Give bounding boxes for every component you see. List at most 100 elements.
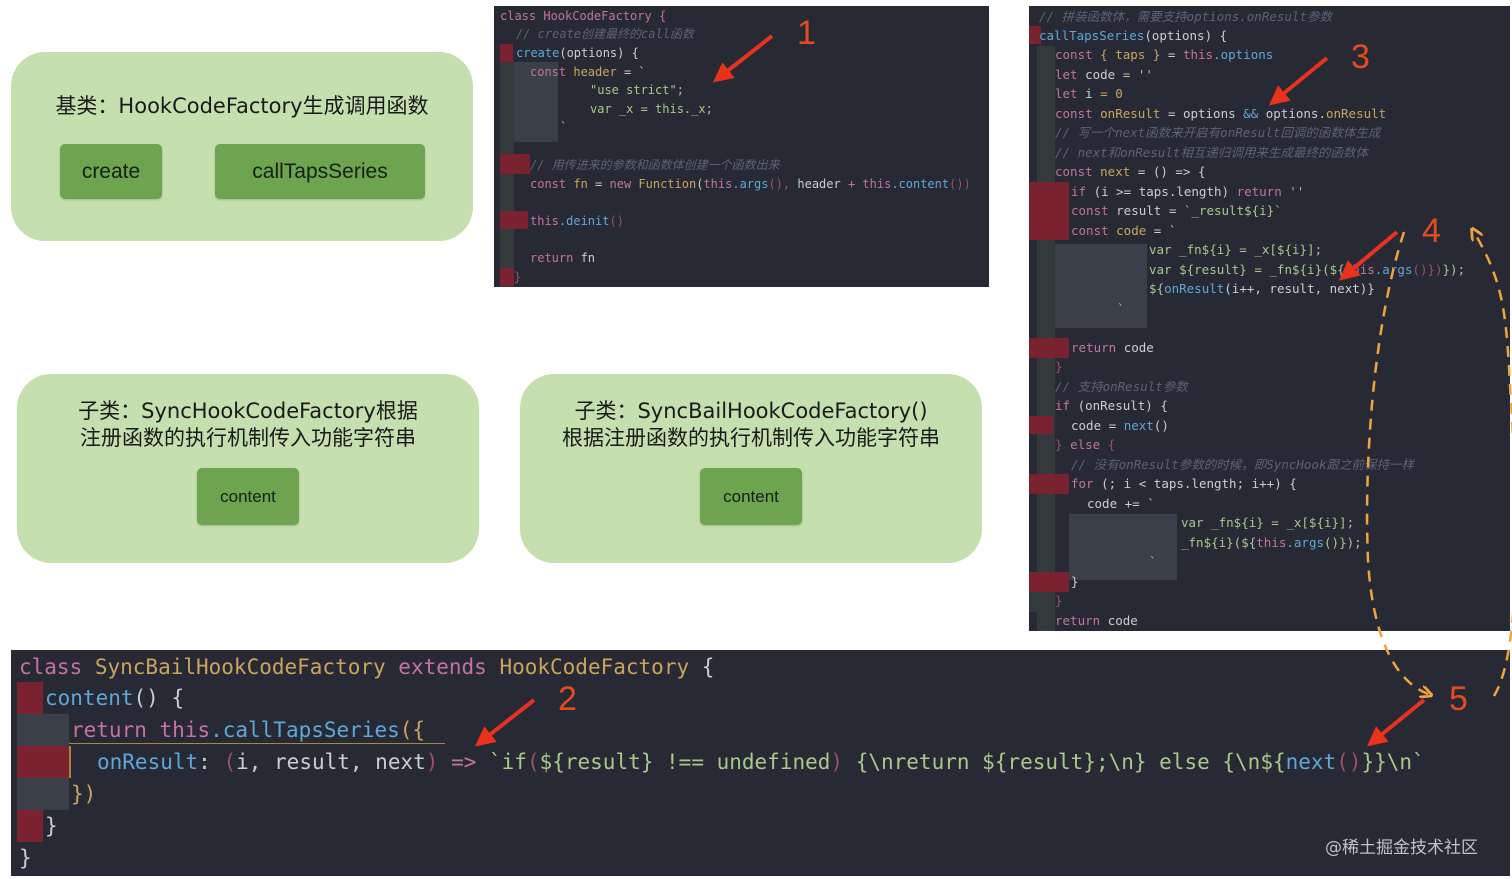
code-token: ` <box>1117 301 1125 316</box>
call-taps-series-button[interactable]: callTapsSeries <box>215 144 425 199</box>
code-token: next <box>1100 164 1131 179</box>
code-token: "use strict"; <box>590 83 684 97</box>
code-token: { taps } <box>1100 47 1161 62</box>
code-token: .callTapsSeries <box>210 718 400 742</box>
code1-line: var _x = this._x; <box>590 100 713 118</box>
code-token: } <box>514 270 522 284</box>
code-token: this <box>159 718 211 742</box>
code2-line: const { taps } = this.options <box>1055 45 1273 65</box>
code-token: content <box>45 686 134 710</box>
code-token: .options <box>1213 47 1274 62</box>
code-token: next <box>1285 750 1337 774</box>
code2-line: const onResult = options && options.onRe… <box>1055 104 1386 124</box>
code-token: ${ <box>1149 281 1165 296</box>
code-token: ${result} <box>539 750 654 774</box>
annotation-number-5: 5 <box>1449 680 1468 718</box>
code-token: i <box>1085 86 1093 101</box>
code-token: code <box>1116 223 1147 238</box>
code-token: { <box>1107 437 1116 452</box>
code-token: .args <box>1286 535 1325 550</box>
code-token: } <box>1055 359 1063 374</box>
sync-content-button[interactable]: content <box>197 468 299 525</box>
code-token: this <box>530 214 559 228</box>
code-token: return <box>530 251 581 265</box>
code-token: else <box>1070 437 1108 452</box>
code-token: `_result${i}` <box>1183 203 1282 218</box>
sync-hook-title-line2: 注册函数的执行机制传入功能字符串 <box>80 426 416 450</box>
code-token: (), <box>768 177 791 191</box>
code-token: const <box>1071 203 1117 218</box>
code-comment: // 没有onResult参数的时候，即SyncHook跟之前保持一样 <box>1071 457 1414 472</box>
sync-bail-hook-code: class SyncBailHookCodeFactory extends Ho… <box>11 650 1510 876</box>
code3-line: class SyncBailHookCodeFactory extends Ho… <box>19 651 714 683</box>
code-comment: // 用传进来的参数和函数体创建一个函数出来 <box>530 158 780 172</box>
code-token: onResult <box>1325 106 1387 121</box>
code-token: = <box>1160 47 1183 62</box>
code-token: this <box>1344 262 1375 277</box>
code-token: return <box>1071 340 1124 355</box>
code-token: HookCodeFactory <box>499 655 702 679</box>
code-token: for <box>1071 476 1102 491</box>
code3-line: } <box>19 842 32 874</box>
bail-content-button[interactable]: content <box>700 468 802 525</box>
code-token: ({ <box>399 718 426 742</box>
code-token: ` <box>560 120 568 134</box>
code1-line: this.deinit() <box>530 212 624 230</box>
code-token: }); <box>1442 262 1466 277</box>
code2-line: if (i >= taps.length) return '' <box>1071 182 1304 202</box>
code2-line: return code <box>1055 611 1138 631</box>
code1-line: create(options) { <box>516 44 639 62</box>
code-token: var _fn${i} = _x[${i}]; <box>1149 242 1323 257</box>
code2-line: for (; i < taps.length; i++) { <box>1071 474 1297 494</box>
code-token: (; i < taps.length; i++) { <box>1101 476 1297 491</box>
code-token: = <box>587 177 610 191</box>
code-token: ` <box>1149 554 1157 569</box>
code2-line: return code <box>1071 338 1154 358</box>
code-token: Function <box>638 177 697 191</box>
code-token: ( <box>696 177 704 191</box>
code-token: if <box>1055 398 1078 413</box>
code-token: ()}) <box>1412 262 1443 277</box>
code2-line: } else { <box>1055 435 1115 455</box>
code-token: (i >= taps.length) <box>1093 184 1237 199</box>
code-token: (options) { <box>1144 28 1228 43</box>
code1-line: } <box>514 268 521 286</box>
code-token: : <box>198 750 224 774</box>
base-class-card: 基类：HookCodeFactory生成调用函数 create callTaps… <box>11 52 473 241</box>
code-token: result <box>1116 203 1162 218</box>
code-token: const <box>1055 47 1101 62</box>
code-token: header <box>790 177 848 191</box>
code-token: (i++, result, next)} <box>1224 281 1375 296</box>
code-token: header <box>573 65 617 79</box>
code-token: this <box>703 177 733 191</box>
code-comment: // 写一个next函数来开启有onResult回调的函数体生成 <box>1055 125 1381 140</box>
code2-line: code += ` <box>1087 494 1155 514</box>
code-token: ()) <box>949 177 971 191</box>
code-token: '' <box>1289 184 1305 199</box>
code-token: class <box>19 655 95 679</box>
code-token: ) <box>830 750 844 774</box>
code-token: () <box>1153 418 1169 433</box>
code-token: new <box>609 177 639 191</box>
code-token: = '' <box>1115 67 1153 82</box>
code-token: && <box>1243 106 1259 121</box>
code-token: = 0 <box>1092 86 1123 101</box>
code-token: = options <box>1160 106 1244 121</box>
code-token: = () => { <box>1130 164 1206 179</box>
code2-line: // 拼装函数体，需要支持options.onResult参数 <box>1039 7 1332 27</box>
code2-line: const code = ` <box>1071 221 1176 241</box>
code-token: this <box>862 177 892 191</box>
code-token: = <box>1161 203 1184 218</box>
sync-bail-hook-card: 子类：SyncBailHookCodeFactory() 根据注册函数的执行机制… <box>520 374 982 563</box>
code-token: }}\n` <box>1361 750 1425 774</box>
code-token: i, result, next <box>236 750 426 774</box>
code-token: }) <box>71 782 97 806</box>
code-token: SyncBailHookCodeFactory <box>94 655 399 679</box>
code-token: var _fn${i} = _x[${i}]; <box>1181 515 1355 530</box>
code-token: `if <box>489 750 527 774</box>
annotation-number-4: 4 <box>1422 212 1441 250</box>
code2-line: callTapsSeries(options) { <box>1039 26 1227 46</box>
create-button[interactable]: create <box>60 144 162 199</box>
code-token: .args <box>732 177 769 191</box>
code2-line: ` <box>1149 552 1157 572</box>
